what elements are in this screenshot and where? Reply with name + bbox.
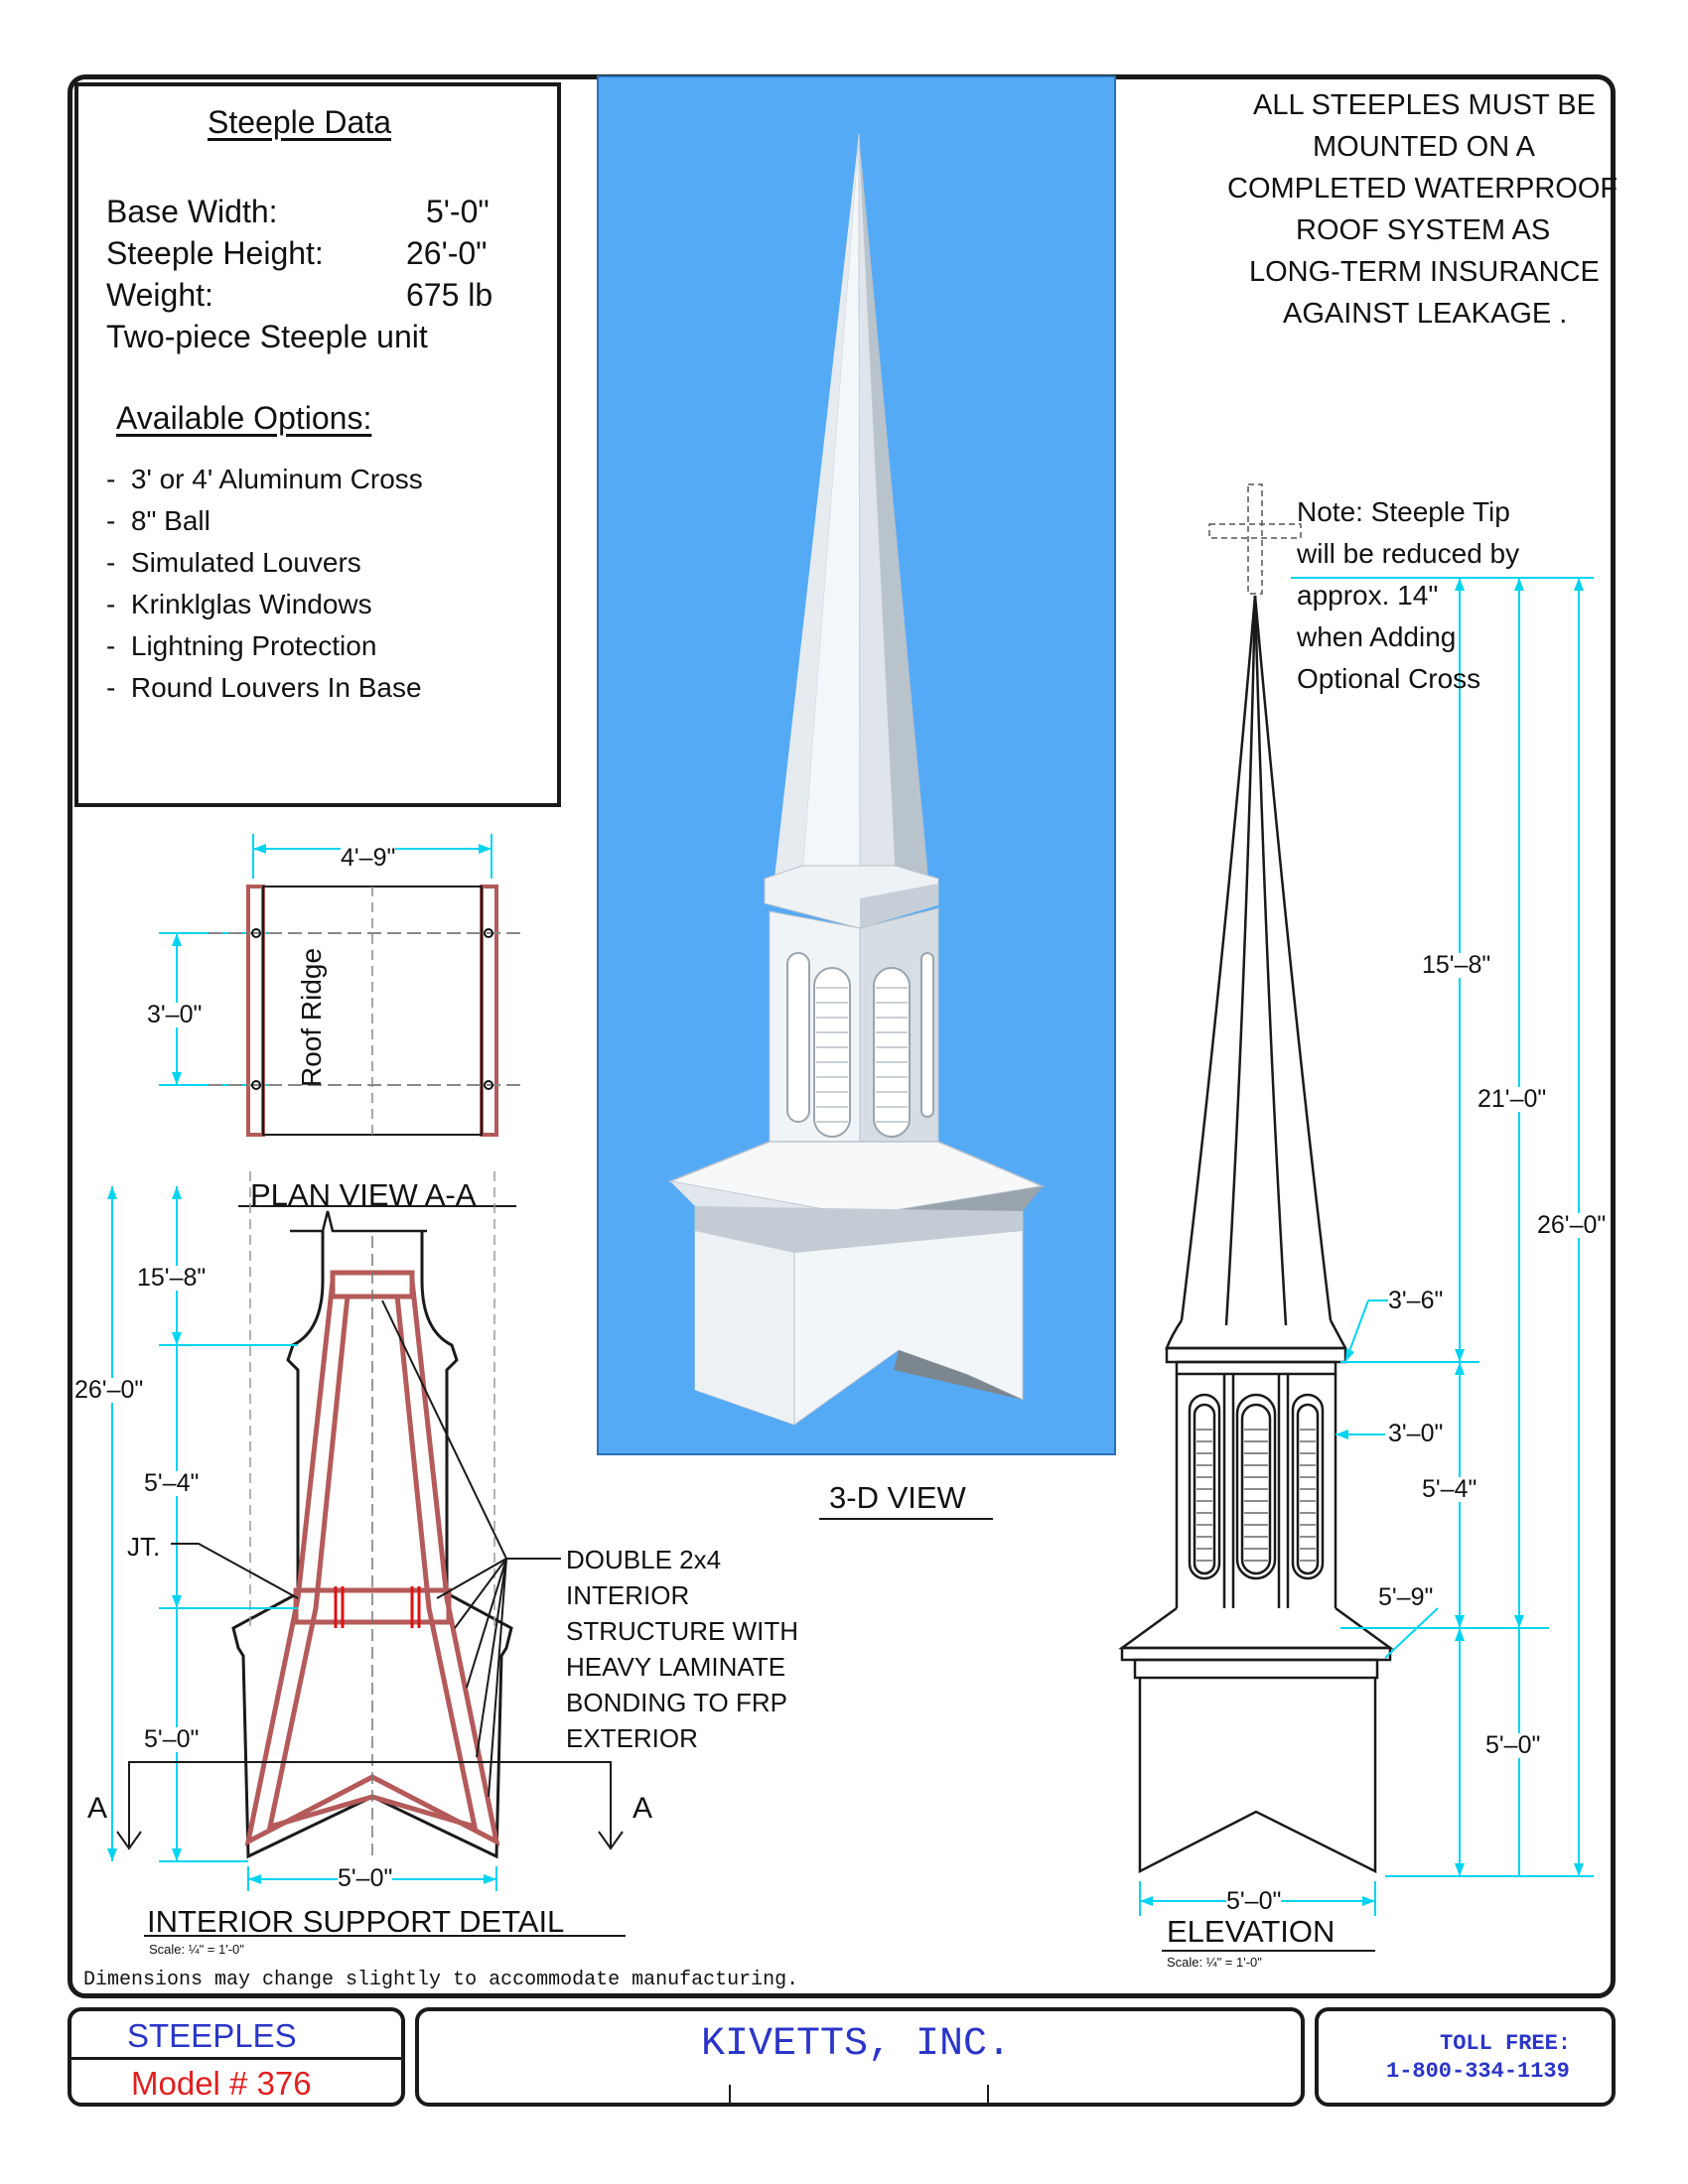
footer-contact-box: TOLL FREE: 1-800-334-1139 <box>1315 2007 1616 2107</box>
interior-detail-title: INTERIOR SUPPORT DETAIL <box>147 1904 565 1939</box>
option-item: - 3' or 4' Aluminum Cross <box>106 464 423 494</box>
options-title: Available Options: <box>116 400 372 436</box>
notice-line: MOUNTED ON A <box>1313 131 1535 163</box>
footer-company: KIVETTS, INC. <box>701 2022 1012 2067</box>
elevation-title: ELEVATION <box>1167 1914 1336 1949</box>
roof-ridge-label: Roof Ridge <box>296 947 327 1087</box>
notice-line: ALL STEEPLES MUST BE <box>1253 89 1596 121</box>
elevation-scale: Scale: ¼" = 1'-0" <box>1167 1955 1262 1970</box>
steeple-data-box: Steeple Data Base Width: 5'-0" Steeple H… <box>74 82 561 807</box>
elev-bottom-dim: 5'–0" <box>1226 1887 1282 1915</box>
option-item: - Krinklglas Windows <box>106 589 372 619</box>
tip-note-line: will be reduced by <box>1297 538 1520 569</box>
callout-line: EXTERIOR <box>566 1723 698 1753</box>
notice-line: AGAINST LEAKAGE . <box>1283 298 1568 330</box>
elev-window-dim: 3'–0" <box>1388 1420 1444 1447</box>
tip-note-line: Note: Steeple Tip <box>1297 496 1510 527</box>
callout-line: DOUBLE 2x4 <box>566 1545 722 1574</box>
plan-view-title: PLAN VIEW A-A <box>250 1177 477 1212</box>
option-item: - Round Louvers In Base <box>106 672 422 703</box>
interior-scale: Scale: ¼" = 1'-0" <box>149 1942 244 1957</box>
weight-label: Weight: <box>106 277 213 313</box>
elev-spire-dim: 15'–8" <box>1422 951 1491 979</box>
plan-width-dim: 4'–9" <box>341 844 396 872</box>
interior-bottom-dim: 5'–0" <box>338 1864 393 1892</box>
steeple-height-label: Steeple Height: <box>106 235 324 271</box>
notice-line: LONG-TERM INSURANCE <box>1249 256 1600 288</box>
elev-base-dim: 5'–0" <box>1485 1731 1541 1759</box>
joint-label: JT. <box>127 1532 161 1562</box>
unit-note: Two-piece Steeple unit <box>106 319 428 354</box>
elev-cap-dim: 3'–6" <box>1388 1287 1444 1314</box>
footer-company-box: KIVETTS, INC. <box>415 2007 1305 2107</box>
interior-base-dim: 5'–0" <box>144 1725 200 1753</box>
base-width-value: 5'-0" <box>426 194 490 229</box>
steeple-height-value: 26'-0" <box>406 235 488 271</box>
footer-phone: 1-800-334-1139 <box>1386 2059 1570 2084</box>
callout-line: INTERIOR <box>566 1580 690 1610</box>
elev-total-dim: 26'–0" <box>1537 1211 1607 1239</box>
footnote: Dimensions may change slightly to accomm… <box>83 1969 799 1991</box>
section-mark-left: A <box>87 1792 108 1825</box>
elev-belfry-dim: 5'–4" <box>1422 1475 1477 1503</box>
plan-view-drawing <box>159 834 526 1207</box>
elev-mid-dim: 21'–0" <box>1477 1085 1547 1113</box>
weight-value: 675 lb <box>406 277 493 313</box>
callout-line: STRUCTURE WITH <box>566 1616 798 1646</box>
option-item: - Lightning Protection <box>106 630 377 661</box>
callout-line: HEAVY LAMINATE <box>566 1652 786 1682</box>
notice-line: COMPLETED WATERPROOF <box>1227 173 1618 205</box>
elev-flare-dim: 5'–9" <box>1378 1583 1434 1611</box>
footer-tollfree-label: TOLL FREE: <box>1440 2031 1572 2056</box>
option-item: - Simulated Louvers <box>106 547 361 578</box>
interior-support-drawing <box>107 1171 626 1937</box>
interior-mid-dim: 5'–4" <box>144 1469 200 1497</box>
tip-note-line: approx. 14" <box>1297 580 1439 611</box>
steeple-data-title: Steeple Data <box>208 104 392 140</box>
interior-upper-dim: 15'–8" <box>137 1264 207 1292</box>
base-width-label: Base Width: <box>106 194 278 229</box>
tip-note-line: Optional Cross <box>1297 663 1481 694</box>
footer-model: Model # 376 <box>131 2065 312 2102</box>
option-item: - 8" Ball <box>106 505 211 536</box>
plan-depth-dim: 3'–0" <box>147 1001 203 1028</box>
footer-category: STEEPLES <box>127 2017 297 2054</box>
notice-line: ROOF SYSTEM AS <box>1296 214 1551 246</box>
three-d-title: 3-D VIEW <box>829 1480 966 1515</box>
three-d-steeple <box>667 133 1046 1426</box>
interior-total-dim: 26'–0" <box>74 1376 144 1404</box>
tip-note-line: when Adding <box>1297 621 1457 652</box>
callout-line: BONDING TO FRP <box>566 1688 787 1717</box>
footer-model-box: STEEPLES Model # 376 <box>68 2007 405 2107</box>
section-mark-right: A <box>633 1792 653 1825</box>
